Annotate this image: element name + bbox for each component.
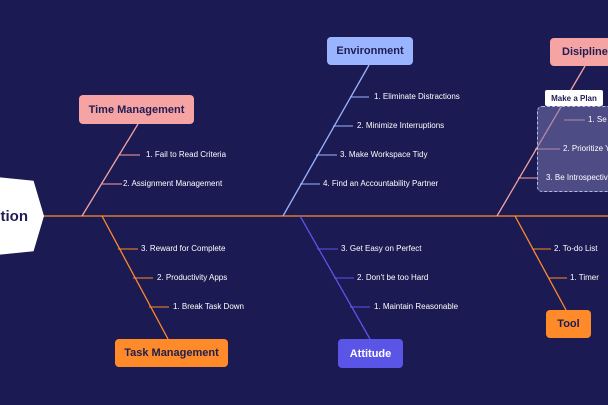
category-attitude[interactable]: Attitude	[338, 339, 403, 368]
make-a-plan-title[interactable]: Make a Plan	[545, 90, 603, 106]
category-tool[interactable]: Tool	[546, 310, 591, 338]
category-environment[interactable]: Environment	[327, 37, 413, 65]
cause-item[interactable]: 1. Timer	[570, 273, 599, 282]
effect-label: tion	[0, 207, 29, 225]
cause-item[interactable]: 2. Prioritize Y	[563, 144, 608, 153]
cause-item[interactable]: 2. Productivity Apps	[157, 273, 228, 282]
bone-tool	[514, 215, 567, 311]
category-label: Tool	[557, 318, 580, 330]
category-label: Disipline	[562, 46, 608, 58]
cause-item[interactable]: 1. Eliminate Distractions	[374, 92, 460, 101]
cause-item[interactable]: 3. Reward for Complete	[141, 244, 226, 253]
category-label: Environment	[336, 45, 404, 57]
category-time-management[interactable]: Time Management	[79, 95, 194, 124]
category-label: Attitude	[349, 347, 392, 360]
cause-item[interactable]: 1. Se	[588, 115, 607, 124]
cause-item[interactable]: 3. Make Workspace Tidy	[340, 150, 428, 159]
cause-item[interactable]: 2. Assignment Management	[123, 179, 223, 188]
cause-item[interactable]: 1. Fail to Read Criteria	[146, 150, 227, 159]
category-task-management[interactable]: Task Management	[115, 339, 228, 367]
category-label: Task Management	[124, 347, 219, 359]
cause-item[interactable]: 2. Don't be too Hard	[357, 273, 429, 282]
make-a-plan-group[interactable]	[537, 106, 608, 192]
cause-item[interactable]: 3. Be Introspectiv	[546, 173, 608, 182]
category-label: Time Management	[88, 103, 185, 116]
cause-item[interactable]: 3. Get Easy on Perfect	[341, 244, 422, 253]
cause-item[interactable]: 4. Find an Accountability Partner	[323, 179, 439, 188]
bone-time-management	[81, 123, 139, 217]
cause-item[interactable]: 2. Minimize Interruptions	[357, 121, 445, 130]
cause-item[interactable]: 2. To-do List	[554, 244, 598, 253]
category-discipline[interactable]: Disipline	[550, 38, 608, 66]
bone-environment	[282, 64, 370, 217]
cause-item[interactable]: 1. Maintain Reasonable	[374, 302, 459, 311]
cause-item[interactable]: 1. Break Task Down	[173, 302, 244, 311]
